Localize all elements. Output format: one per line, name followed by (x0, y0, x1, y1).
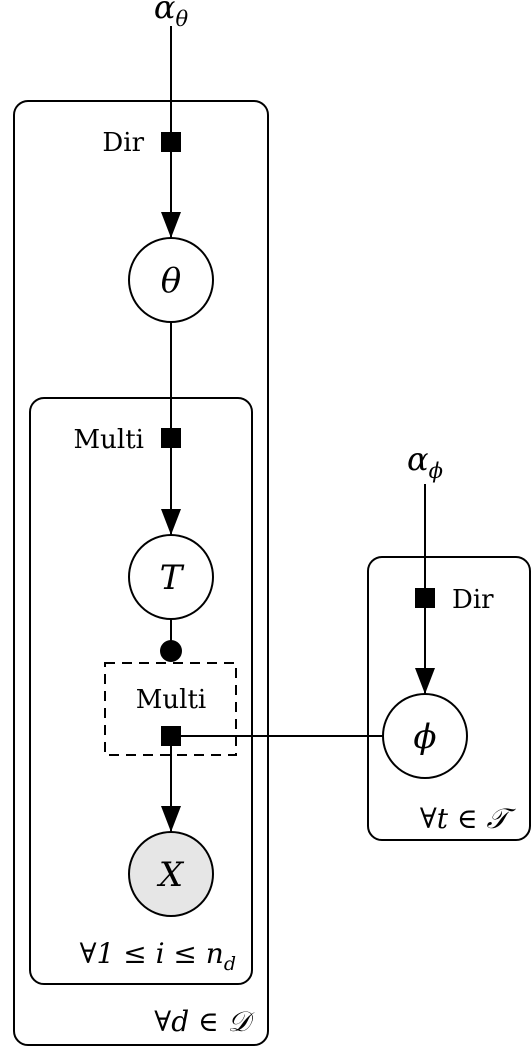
multi-topic-label: Multi (74, 425, 144, 455)
phi-node-label: ϕ (413, 717, 436, 757)
phi-node (382, 693, 468, 779)
topic-node (128, 534, 214, 620)
topic-plate-label: ∀t ∈ 𝒯 (420, 802, 517, 835)
dir-phi-factor (415, 588, 435, 608)
word-node-label: X (156, 855, 185, 895)
topic-plate (367, 556, 531, 841)
arrowhead-theta (161, 212, 181, 238)
topic-node-label: T (160, 558, 185, 598)
multi-word-label: Multi (136, 685, 206, 715)
dir-theta-label: Dir (102, 128, 144, 158)
word-node (128, 831, 214, 917)
gate-dot (160, 640, 182, 662)
document-plate-label: ∀d ∈ 𝒟 (154, 1005, 254, 1038)
word-plate-label-main: ∀1 ≤ i ≤ n (80, 937, 224, 970)
multi-topic-factor (161, 428, 181, 448)
theta-node (128, 237, 214, 323)
word-plate-label-subscript: d (224, 953, 236, 975)
alpha-phi-label: αϕ (407, 440, 443, 483)
alpha-theta-label: αθ (154, 0, 189, 31)
theta-node-label: θ (161, 261, 181, 301)
dir-phi-label: Dir (452, 585, 494, 615)
document-plate (13, 100, 269, 1046)
multi-word-factor (161, 726, 181, 746)
arrowhead-topic (161, 509, 181, 535)
word-gate-box (104, 662, 237, 756)
word-plate-label: ∀1 ≤ i ≤ nd (80, 937, 236, 975)
word-plate (29, 397, 253, 985)
arrowhead-phi (415, 668, 435, 694)
arrowhead-word (161, 806, 181, 832)
dir-theta-factor (161, 132, 181, 152)
